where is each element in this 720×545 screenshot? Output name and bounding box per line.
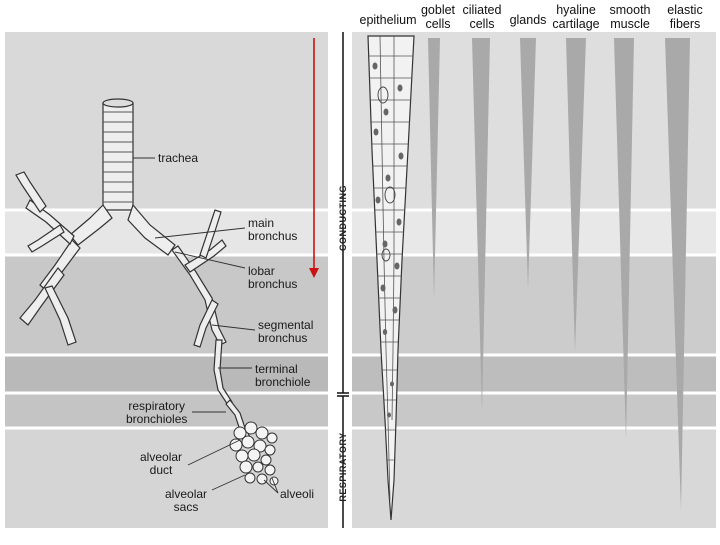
- zone-label-conducting: CONDUCTING: [338, 178, 348, 258]
- header-ciliated-cells: ciliated cells: [458, 3, 506, 31]
- label-alveolar-duct-line2: duct: [140, 464, 182, 477]
- label-segmental-bronchus-line2: bronchus: [258, 332, 313, 345]
- header-elastic-fibers-line1: elastic: [660, 3, 710, 17]
- label-trachea: trachea: [158, 152, 198, 165]
- label-alveolar-duct: alveolar duct: [140, 451, 182, 477]
- label-respiratory-bronchioles: respiratory bronchioles: [126, 400, 187, 426]
- header-goblet-cells-line1: goblet: [418, 3, 458, 17]
- label-alveolar-sacs: alveolar sacs: [165, 488, 207, 514]
- label-lobar-bronchus: lobar bronchus: [248, 265, 297, 291]
- label-main-bronchus-line2: bronchus: [248, 230, 297, 243]
- header-hyaline-cartilage-line1: hyaline: [548, 3, 604, 17]
- header-hyaline-cartilage-line2: cartilage: [548, 17, 604, 31]
- label-main-bronchus: main bronchus: [248, 217, 297, 243]
- label-lobar-bronchus-line2: bronchus: [248, 278, 297, 291]
- header-hyaline-cartilage: hyaline cartilage: [548, 3, 604, 31]
- label-alveoli: alveoli: [280, 488, 314, 501]
- header-elastic-fibers: elastic fibers: [660, 3, 710, 31]
- label-terminal-bronchiole: terminal bronchiole: [255, 363, 310, 389]
- header-smooth-muscle-line1: smooth: [604, 3, 656, 17]
- label-segmental-bronchus: segmental bronchus: [258, 319, 313, 345]
- trachea-tube: [103, 103, 133, 210]
- header-ciliated-cells-line2: cells: [458, 17, 506, 31]
- header-epithelium: epithelium: [356, 13, 420, 27]
- label-alveolar-sacs-line2: sacs: [165, 501, 207, 514]
- header-ciliated-cells-line1: ciliated: [458, 3, 506, 17]
- header-smooth-muscle-line2: muscle: [604, 17, 656, 31]
- header-glands: glands: [506, 13, 550, 27]
- header-smooth-muscle: smooth muscle: [604, 3, 656, 31]
- label-respiratory-bronchioles-line2: bronchioles: [126, 413, 187, 426]
- header-goblet-cells-line2: cells: [418, 17, 458, 31]
- zone-label-respiratory: RESPIRATORY: [338, 427, 348, 507]
- header-elastic-fibers-line2: fibers: [660, 17, 710, 31]
- header-goblet-cells: goblet cells: [418, 3, 458, 31]
- label-terminal-bronchiole-line2: bronchiole: [255, 376, 310, 389]
